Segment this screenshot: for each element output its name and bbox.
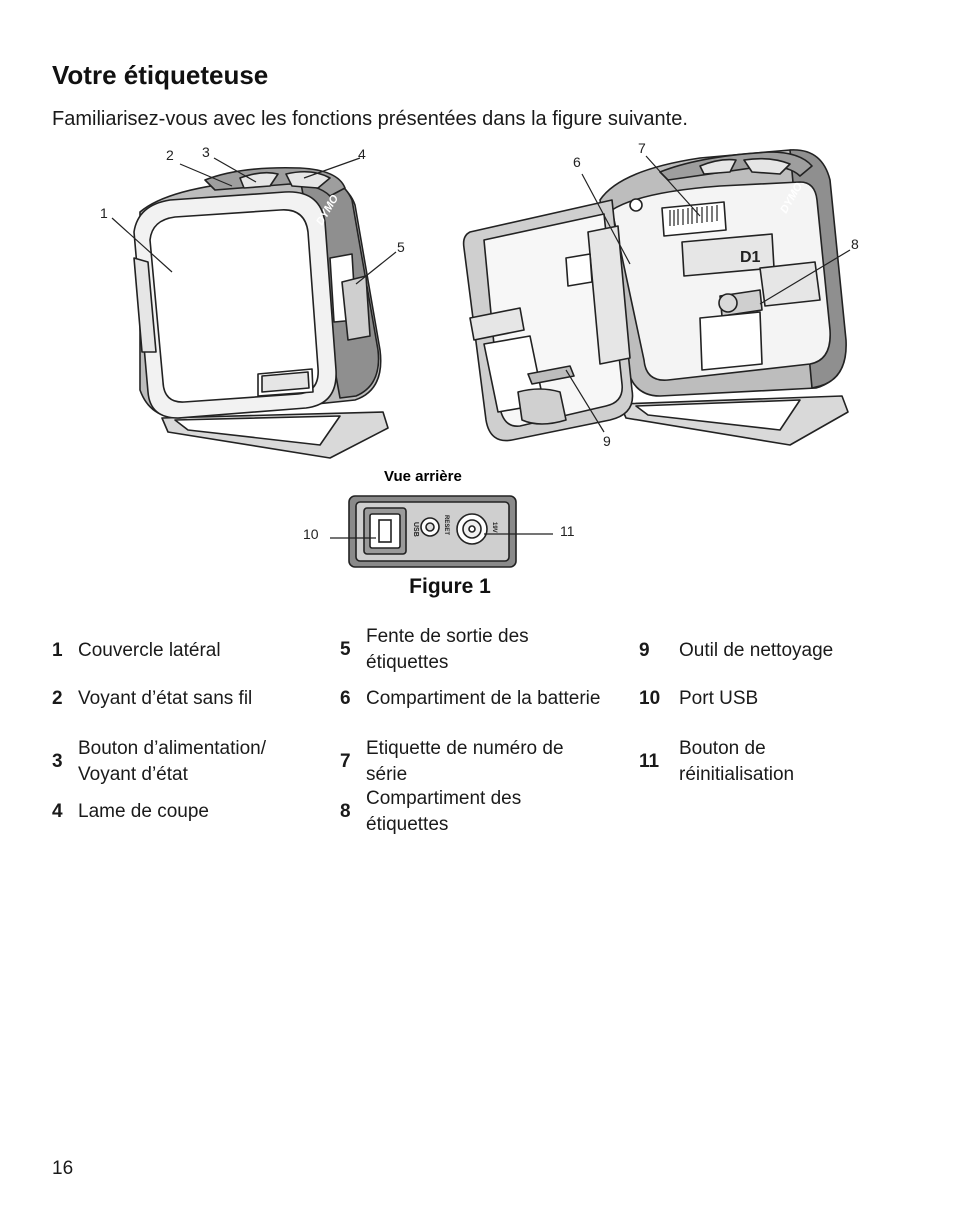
callout-4: 4 [358, 146, 366, 162]
callout-8: 8 [851, 236, 859, 252]
page-title: Votre étiqueteuse [52, 60, 269, 90]
printer-closed-illustration: DYMO [133, 166, 389, 459]
legend-text: Compartiment de la batterie [366, 688, 601, 709]
legend-text: Lame de coupe [78, 801, 209, 822]
legend-text: Fente de sortie des étiquettes [366, 626, 529, 673]
callout-2: 2 [166, 147, 174, 163]
printer-open-illustration: D1 DYMO [462, 149, 849, 446]
legend-item: 9 Outil de nettoyage [639, 638, 889, 664]
legend-text: Voyant d’état sans fil [78, 688, 253, 709]
figure-1-illustration: DYMO D1 DYMO [100, 140, 859, 568]
page-number: 16 [52, 1158, 74, 1179]
legend-item: 6 Compartiment de la batterie [340, 686, 640, 712]
legend-text: Compartiment des étiquettes [366, 788, 522, 835]
callout-3: 3 [202, 144, 210, 160]
legend-text: Port USB [679, 688, 759, 709]
legend-number: 7 [340, 751, 351, 772]
legend-number: 4 [52, 801, 63, 822]
rear-view-label: Vue arrière [384, 468, 462, 485]
legend-item: 7 Etiquette de numéro de série [340, 736, 590, 788]
legend-number: 9 [639, 640, 650, 661]
callout-9: 9 [603, 433, 611, 449]
legend-number: 2 [52, 688, 63, 709]
rear-view-panel [348, 495, 517, 568]
cassette-d1-label: D1 [740, 249, 761, 266]
legend-item: 2 Voyant d’état sans fil [52, 686, 322, 712]
legend-text: Etiquette de numéro de série [366, 738, 564, 785]
intro-text: Familiarisez-vous avec les fonctions pré… [52, 108, 688, 130]
legend-text: Bouton d’alimentation/ Voyant d’état [78, 738, 267, 785]
legend-number: 5 [340, 639, 351, 660]
callout-1: 1 [100, 205, 108, 221]
power-label: 19V [491, 522, 497, 533]
legend-item: 3 Bouton d’alimentation/ Voyant d’état [52, 736, 302, 788]
legend-item: 8 Compartiment des étiquettes [340, 786, 570, 838]
legend-number: 10 [639, 688, 661, 709]
callout-7: 7 [638, 140, 646, 156]
callout-6: 6 [573, 154, 581, 170]
callout-5: 5 [397, 239, 405, 255]
legend-number: 1 [52, 640, 63, 661]
legend-item: 5 Fente de sortie des étiquettes [340, 624, 570, 676]
legend-number: 3 [52, 751, 63, 772]
figure-caption: Figure 1 [409, 575, 491, 598]
legend-number: 11 [639, 751, 660, 772]
usb-port-label: USB [412, 522, 419, 537]
callout-11: 11 [560, 523, 575, 539]
legend-item: 4 Lame de coupe [52, 799, 322, 825]
legend-item: 1 Couvercle latéral [52, 638, 322, 664]
legend-text: Bouton de réinitialisation [679, 738, 795, 785]
legend-number: 8 [340, 801, 351, 822]
legend-item: 11 Bouton de réinitialisation [639, 736, 829, 788]
reset-label: RESET [443, 515, 449, 535]
legend-number: 6 [340, 688, 351, 709]
legend-item: 10 Port USB [639, 686, 889, 712]
legend-text: Couvercle latéral [78, 640, 221, 661]
callout-10: 10 [303, 526, 319, 542]
legend-text: Outil de nettoyage [679, 640, 834, 661]
